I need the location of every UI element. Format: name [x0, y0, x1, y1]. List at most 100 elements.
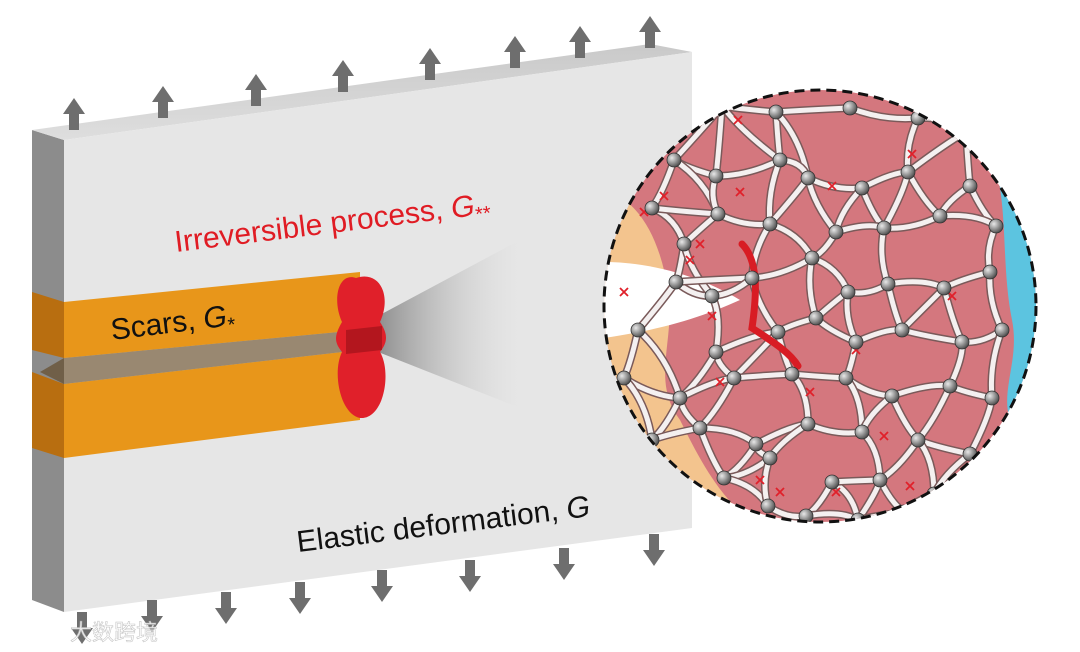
red-x-icon — [831, 487, 841, 497]
red-x-icon — [755, 475, 765, 485]
red-x-icon — [735, 187, 745, 197]
node-sphere-icon — [726, 370, 742, 386]
node-sphere-icon — [768, 104, 784, 120]
node-sphere-icon — [942, 378, 958, 394]
red-x-icon — [905, 481, 915, 491]
red-x-icon — [619, 287, 629, 297]
down-arrow-icon — [459, 560, 481, 592]
crosslink-nodes — [616, 98, 1010, 522]
node-sphere-icon — [716, 470, 732, 486]
node-sphere-icon — [894, 322, 910, 338]
up-arrow-icon — [63, 98, 85, 130]
red-x-icon — [685, 255, 695, 265]
node-sphere-icon — [932, 208, 948, 224]
node-sphere-icon — [808, 310, 824, 326]
node-sphere-icon — [644, 200, 660, 216]
slab-top-face — [32, 44, 692, 140]
node-sphere-icon — [800, 170, 816, 186]
node-sphere-icon — [872, 472, 888, 488]
node-sphere-icon — [630, 322, 646, 338]
scar-lower — [64, 350, 360, 458]
crack-tip-void — [604, 262, 740, 338]
node-sphere-icon — [704, 288, 720, 304]
red-x-icon — [695, 239, 705, 249]
watermark-logo-icon — [12, 620, 59, 641]
node-sphere-icon — [838, 370, 854, 386]
node-sphere-icon — [784, 366, 800, 382]
down-arrow-icon — [643, 534, 665, 566]
node-sphere-icon — [910, 110, 926, 126]
down-arrow-icon — [553, 548, 575, 580]
network-blue-region — [990, 140, 1036, 420]
up-arrow-icon — [152, 86, 174, 118]
up-arrow-icon — [419, 48, 441, 80]
node-sphere-icon — [982, 264, 998, 280]
node-sphere-icon — [962, 446, 978, 462]
node-sphere-icon — [798, 508, 814, 522]
node-sphere-icon — [710, 206, 726, 222]
tension-arrows-top — [63, 16, 661, 130]
red-x-icon — [715, 377, 725, 387]
red-x-icon — [827, 181, 837, 191]
up-arrow-icon — [504, 36, 526, 68]
node-sphere-icon — [988, 218, 1004, 234]
up-arrow-icon — [245, 74, 267, 106]
node-sphere-icon — [772, 152, 788, 168]
node-sphere-icon — [900, 164, 916, 180]
node-sphere-icon — [800, 416, 816, 432]
magnified-network — [602, 88, 1038, 524]
node-sphere-icon — [804, 250, 820, 266]
node-sphere-icon — [824, 474, 840, 490]
node-sphere-icon — [770, 324, 786, 340]
red-x-icon — [707, 311, 717, 321]
magnify-outline — [602, 88, 1038, 524]
node-sphere-icon — [676, 236, 692, 252]
node-sphere-icon — [880, 276, 896, 292]
process-zone-shadow — [346, 326, 382, 354]
node-sphere-icon — [762, 216, 778, 232]
up-arrow-icon — [639, 16, 661, 48]
stretched-chain — [738, 240, 802, 370]
scar-upper-side — [32, 292, 64, 358]
node-sphere-icon — [962, 178, 978, 194]
node-sphere-icon — [760, 498, 776, 514]
red-x-icon — [947, 291, 957, 301]
node-sphere-icon — [748, 436, 764, 452]
node-sphere-icon — [666, 152, 682, 168]
node-sphere-icon — [762, 450, 778, 466]
node-sphere-icon — [840, 284, 856, 300]
red-x-icon — [907, 149, 917, 159]
node-sphere-icon — [744, 270, 760, 286]
down-arrow-icon — [141, 600, 163, 632]
red-x-icon — [733, 115, 743, 125]
node-sphere-icon — [936, 280, 952, 296]
node-sphere-icon — [616, 370, 632, 386]
node-sphere-icon — [848, 334, 864, 350]
node-sphere-icon — [910, 432, 926, 448]
up-arrow-icon — [332, 60, 354, 92]
node-sphere-icon — [854, 180, 870, 196]
watermark: 大数跨境 — [12, 620, 158, 645]
node-sphere-icon — [954, 334, 970, 350]
scar-lower-side — [32, 372, 64, 458]
red-x-icon — [659, 191, 669, 201]
node-sphere-icon — [994, 322, 1010, 338]
crack-gap — [40, 330, 360, 384]
node-sphere-icon — [708, 168, 724, 184]
tension-arrows-bottom — [71, 534, 665, 644]
node-sphere-icon — [842, 100, 858, 116]
node-sphere-icon — [692, 420, 708, 436]
up-arrow-icon — [569, 26, 591, 58]
red-x-icon — [879, 431, 889, 441]
node-sphere-icon — [958, 124, 974, 140]
red-x-icon — [775, 487, 785, 497]
node-sphere-icon — [984, 390, 1000, 406]
node-sphere-icon — [828, 224, 844, 240]
node-sphere-icon — [672, 390, 688, 406]
zoom-cone — [378, 240, 520, 408]
node-sphere-icon — [884, 388, 900, 404]
node-sphere-icon — [854, 424, 870, 440]
node-sphere-icon — [708, 344, 724, 360]
